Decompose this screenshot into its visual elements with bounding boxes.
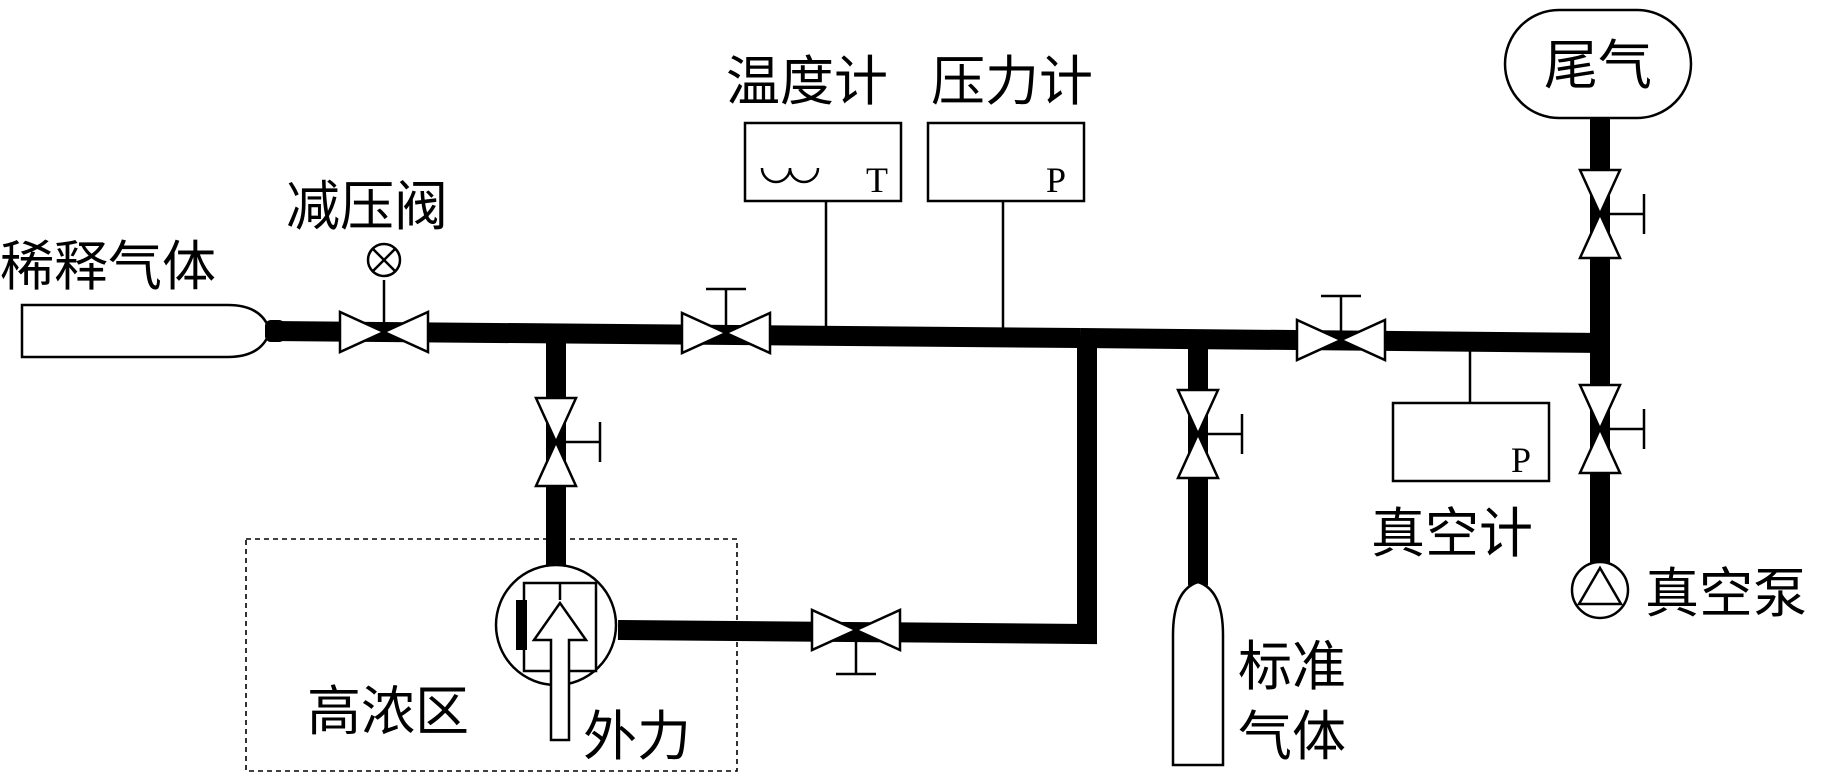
pressure-reducer-label: 减压阀	[286, 175, 448, 238]
standard-gas-label-line2: 气体	[1238, 705, 1346, 768]
thermometer-symbol: T	[866, 160, 888, 200]
valve-vacuum-pump	[1578, 383, 1646, 475]
valve-bottom-return	[810, 608, 902, 676]
valve-main-2	[1295, 294, 1387, 362]
vacuum-gauge-label: 真空计	[1371, 502, 1533, 565]
standard-gas-label-line1: 标准	[1238, 635, 1346, 698]
valve-exhaust	[1578, 168, 1646, 260]
exhaust-outlet	[1503, 8, 1693, 120]
pressure-gauge-symbol: P	[1046, 160, 1066, 200]
thermometer-label: 温度计	[726, 50, 888, 113]
vacuum-gauge-symbol: P	[1511, 440, 1531, 480]
mixing-chamber	[494, 563, 618, 742]
valve-high-zone	[534, 396, 602, 488]
pressure-reducing-valve	[338, 242, 430, 354]
pressure-gauge-label: 压力计	[931, 50, 1093, 113]
thermometer: T	[743, 121, 903, 334]
dilution-gas-label: 稀释气体	[0, 235, 216, 298]
vacuum-gauge: P	[1391, 342, 1551, 483]
valve-standard-gas	[1176, 388, 1244, 480]
standard-gas-cylinder	[1171, 560, 1225, 767]
vacuum-pump	[1570, 560, 1630, 620]
pressure-gauge: P	[926, 121, 1086, 336]
dilution-gas-cylinder	[20, 303, 285, 359]
valve-main-1	[680, 287, 772, 355]
high-concentration-zone-label: 高浓区	[307, 680, 469, 743]
external-force-label: 外力	[583, 705, 691, 768]
vacuum-pump-label: 真空泵	[1645, 562, 1807, 625]
bottom-return-pipe	[617, 338, 1097, 645]
exhaust-label: 尾气	[1544, 34, 1652, 97]
high-concentration-zone-boundary	[245, 538, 738, 772]
